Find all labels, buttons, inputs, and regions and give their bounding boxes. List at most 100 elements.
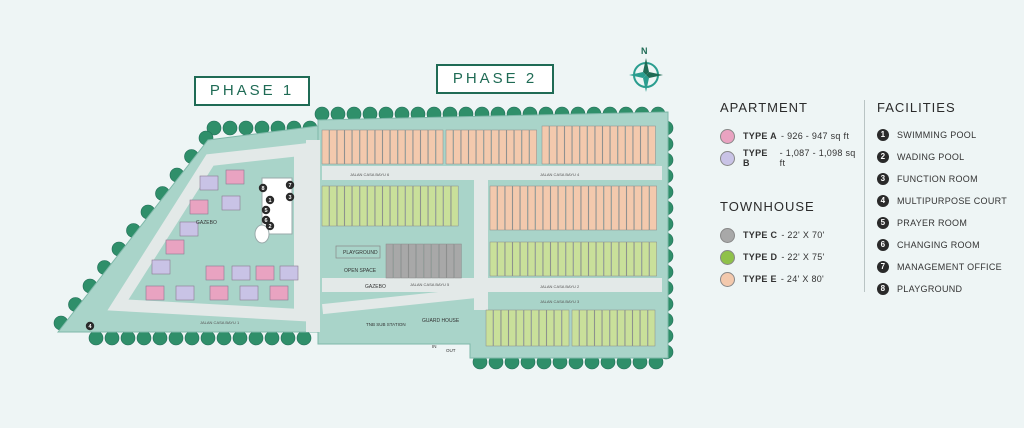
compass-icon [629,58,663,92]
apartment-block [205,265,225,281]
townhouse-unit-type-e [558,185,566,231]
townhouse-unit-type-e [489,185,498,231]
phase2-label: PHASE 2 [436,64,554,94]
facility-marker-number: 3 [288,195,291,201]
label-road-5: JALAN CASA BAYU 5 [410,282,450,287]
legend-divider [864,100,865,292]
townhouse-unit-type-e [483,129,492,165]
townhouse-unit-type-d [508,309,517,347]
townhouse-unit-type-d [336,185,345,227]
townhouse-unit-type-e [602,125,611,165]
legend-type-b: TYPE B - 1,087 - 1,098 sq ft [720,147,860,169]
facility-marker-number: 6 [264,218,267,224]
townhouse-unit-type-d [588,241,597,277]
facility-marker-number: 1 [268,198,271,204]
apartment-title: APARTMENT [720,100,808,115]
townhouse-unit-type-e [428,129,436,165]
apartment-block [239,285,259,301]
townhouse-title: TOWNHOUSE [720,199,815,214]
road-phase-divider [306,140,320,332]
facility-marker-icon [265,195,275,205]
townhouse-unit-type-d [579,309,587,347]
townhouse-unit-type-e [390,129,398,165]
type-d-label: TYPE D [743,252,778,262]
townhouse-unit-type-e [397,129,406,165]
townhouse-unit-type-d [512,241,521,277]
tree-icon [232,330,248,346]
townhouse-unit-type-e [514,129,522,165]
townhouse-unit-type-d [602,309,610,347]
tree-icon [88,330,104,346]
label-road-2: JALAN CASA BAYU 2 [540,284,580,289]
townhouse-unit-type-e [618,185,627,231]
townhouse-unit-type-c [393,243,401,279]
townhouse-unit-type-e [541,125,550,165]
road-north [322,166,662,180]
townhouse-unit-type-e [336,129,345,165]
tree-icon [152,330,168,346]
facility-number-icon: 3 [877,173,889,185]
townhouse-unit-type-e [374,129,383,165]
type-a-size: - 926 - 947 sq ft [780,131,850,141]
townhouse-unit-type-e [520,185,528,231]
swatch-type-d [720,249,735,265]
tree-icon [296,330,312,346]
townhouse-unit-type-c [454,243,462,279]
townhouse-unit-type-e [596,185,604,231]
townhouse-unit-type-d [546,309,555,347]
facility-label: WADING POOL [897,152,965,162]
apartment-block [179,221,199,237]
townhouse-unit-type-d [571,309,580,347]
facility-marker-icon [261,205,271,215]
townhouse-unit-type-d [412,185,421,227]
townhouse-unit-type-e [535,185,543,231]
townhouse-unit-type-d [382,185,391,227]
playground-area [335,245,381,259]
townhouse-unit-type-d [531,309,539,347]
townhouse-unit-type-d [542,241,551,277]
swatch-type-b [720,150,735,166]
road-middle [322,278,662,292]
type-e-size: - 24' X 80' [780,274,825,284]
townhouse-unit-type-d [538,309,547,347]
road-vertical [474,180,488,310]
tree-icon [206,120,222,136]
townhouse-unit-type-d [603,241,612,277]
townhouse-unit-type-d [561,309,570,347]
tree-icon [120,330,136,346]
facility-marker-icon [285,180,295,190]
townhouse-unit-type-d [535,241,543,277]
townhouse-unit-type-d [443,185,451,227]
townhouse-unit-type-d [624,309,633,347]
townhouse-unit-type-d [329,185,337,227]
apartment-block [231,265,251,281]
townhouse-unit-type-c [385,243,394,279]
townhouse-unit-type-e [641,185,650,231]
townhouse-unit-type-e [435,129,444,165]
townhouse-unit-type-e [504,185,513,231]
townhouse-unit-type-d [609,309,618,347]
townhouse-unit-type-e [344,129,353,165]
townhouse-unit-type-e [556,125,565,165]
tree-icon [184,330,200,346]
townhouse-unit-type-d [374,185,383,227]
apartment-block [145,285,165,301]
swatch-type-e [720,271,735,287]
label-playground: PLAYGROUND [343,250,378,256]
tree-icon [330,106,346,122]
townhouse-unit-type-e [632,125,641,165]
legend-type-c: TYPE C - 22' X 70' [720,224,860,246]
swatch-type-c [720,227,735,243]
label-in: IN [432,344,437,349]
apartment-block [225,169,245,185]
facility-marker-number: 2 [268,224,271,230]
townhouse-unit-type-e [412,129,421,165]
apartment-block [175,285,195,301]
type-c-size: - 22' X 70' [781,230,825,240]
tree-icon [314,106,330,122]
